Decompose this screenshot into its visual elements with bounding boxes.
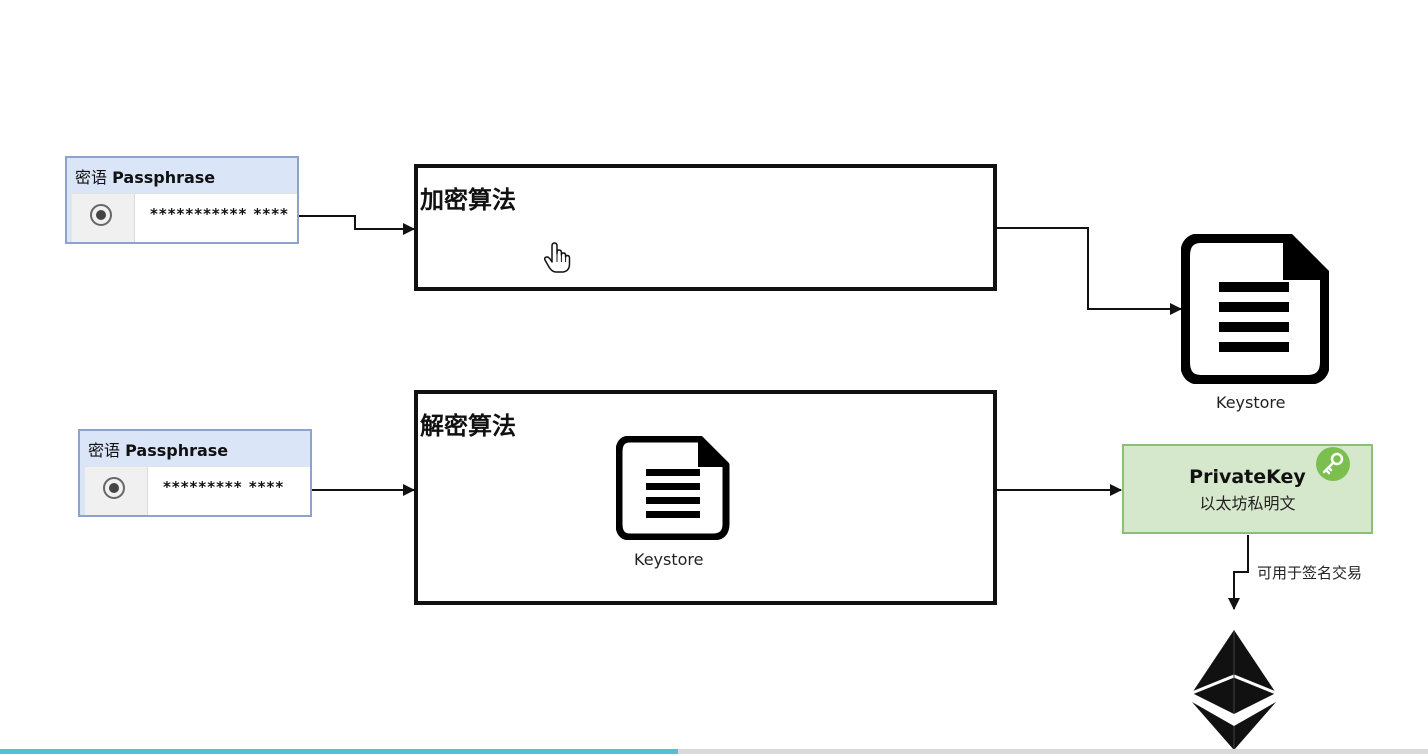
eye-radio-icon[interactable] — [103, 477, 125, 499]
passphrase-card-bottom: 密语 Passphrase ********* **** — [78, 429, 312, 517]
encrypt-algorithm-title: 加密算法 — [420, 186, 516, 214]
passphrase-card-top: 密语 Passphrase *********** **** — [65, 156, 299, 244]
passphrase-field[interactable]: *********** **** — [72, 193, 297, 242]
arrow-encrypt-to-keystore — [996, 227, 1182, 315]
passphrase-value: ********* **** — [163, 478, 285, 496]
passphrase-label: 密语 Passphrase — [75, 168, 216, 187]
hand-cursor-icon — [543, 242, 571, 273]
eye-radio-icon[interactable] — [90, 204, 112, 226]
progress-fill — [0, 749, 679, 754]
key-icon — [1316, 447, 1350, 481]
private-key-subtitle: 以太坊私明文 — [1199, 494, 1296, 513]
progress-bar[interactable] — [0, 749, 1428, 754]
passphrase-field[interactable]: ********* **** — [85, 466, 310, 515]
radio-cell[interactable] — [85, 467, 148, 515]
ethereum-icon — [1192, 630, 1276, 750]
passphrase-label: 密语 Passphrase — [88, 441, 229, 460]
arrow-passphrase-to-encrypt — [297, 215, 415, 235]
keystore-output-label: Keystore — [1216, 393, 1286, 412]
decrypt-algorithm-title: 解密算法 — [420, 412, 516, 440]
radio-cell[interactable] — [72, 194, 135, 242]
private-key-title: PrivateKey — [1189, 466, 1306, 488]
encrypt-algorithm-box: 加密算法 — [414, 164, 997, 291]
passphrase-value: *********** **** — [150, 205, 289, 223]
keystore-document-icon — [616, 436, 730, 540]
keystore-inner-label: Keystore — [634, 550, 704, 569]
keystore-document-icon — [1181, 234, 1329, 384]
sign-transaction-label: 可用于签名交易 — [1257, 564, 1363, 582]
arrow-privatekey-to-ethereum — [1228, 535, 1249, 610]
decrypt-algorithm-box: 解密算法 — [414, 390, 997, 605]
